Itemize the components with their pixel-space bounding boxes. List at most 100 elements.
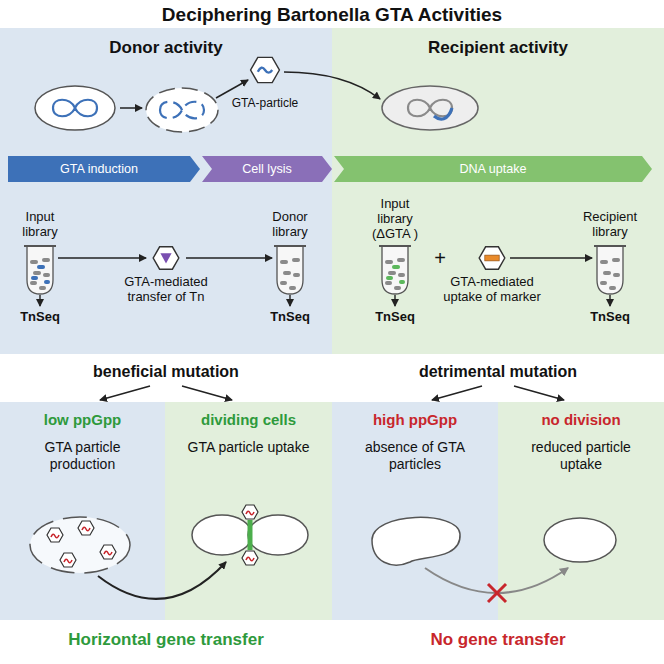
- illustration-part: [160, 102, 204, 119]
- stage-label: DNA uptake: [334, 156, 652, 182]
- illustration-part: [31, 265, 50, 284]
- recipient-cell: [382, 86, 478, 130]
- title-box: Deciphering Bartonella GTA Activities: [0, 4, 664, 26]
- label-box: Horizontal gene transfer: [16, 630, 316, 650]
- illustration-part: [100, 545, 116, 559]
- text-label: TnSeq: [365, 309, 425, 324]
- text-label: GTA-particle: [227, 96, 303, 110]
- node-heading: Donor activity: [0, 28, 332, 58]
- flow-arrow: [284, 72, 380, 99]
- label-box: Donor library: [259, 209, 321, 239]
- tn-particle: [153, 247, 179, 269]
- chevron-fill: [8, 156, 200, 182]
- label-box: GTA-particle: [227, 96, 303, 110]
- illustration-part: [274, 246, 306, 294]
- illustration-part: [600, 258, 620, 290]
- outcome-panel: low ppGppGTA particle production: [0, 402, 165, 620]
- illustration-part: [488, 584, 506, 602]
- flow-arrow: [58, 257, 146, 259]
- cross-mark: [488, 584, 506, 602]
- illustration-part: [379, 246, 411, 294]
- input-library-tube: [379, 246, 411, 294]
- input-library-tube: [24, 246, 56, 294]
- flow-arrow: [186, 257, 272, 259]
- text-label: TnSeq: [10, 309, 70, 324]
- illustration-part: [47, 528, 63, 542]
- text-label: Input library (ΔGTA ): [364, 196, 426, 241]
- illustration-part: [485, 255, 499, 261]
- chevron-fill: [334, 156, 652, 182]
- illustration-part: [251, 57, 280, 82]
- gta-particle: [251, 57, 280, 82]
- illustration-part: [100, 386, 150, 400]
- outcome-panel: no divisionreduced particle uptake: [498, 402, 664, 620]
- illustration-part: [78, 521, 94, 535]
- illustration-part: [609, 295, 610, 306]
- illustration-part: [488, 584, 506, 602]
- illustration-part: [248, 520, 253, 550]
- illustration-part: [60, 553, 76, 567]
- label-box: Recipient library: [575, 209, 645, 239]
- text-label: GTA-mediated transfer of Tn: [104, 274, 228, 304]
- illustration-part: [258, 68, 272, 73]
- donor-cell: [35, 86, 115, 130]
- label-box: TnSeq: [580, 309, 640, 324]
- illustration-part: [594, 246, 626, 294]
- label-box: detrimental mutation: [378, 362, 618, 381]
- recipient-library-tube: [594, 246, 626, 294]
- split-arrows: [100, 386, 564, 400]
- donor-library-tube: [274, 246, 306, 294]
- transfer-arrow: [98, 562, 226, 599]
- text-label: detrimental mutation: [378, 362, 618, 381]
- text-label: +: [430, 247, 450, 269]
- label-box: GTA-mediated uptake of marker: [430, 274, 554, 304]
- flow-arrow: [510, 257, 592, 259]
- node-heading: dividing cells: [165, 402, 332, 429]
- text-label: Recipient library: [575, 209, 645, 239]
- label-box: TnSeq: [10, 309, 70, 324]
- illustration-part: [394, 295, 395, 306]
- outcome-panel: dividing cellsGTA particle uptake: [165, 402, 332, 620]
- lysing-cell: [146, 88, 218, 132]
- illustration-part: [53, 100, 97, 117]
- label-box: TnSeq: [365, 309, 425, 324]
- illustration-part: [372, 517, 460, 565]
- node-text: GTA particle production: [13, 439, 153, 473]
- dividing-cell: [192, 505, 308, 565]
- text-label: Donor library: [259, 209, 321, 239]
- illustration-part: [39, 295, 40, 306]
- lysed-cell: [30, 517, 130, 573]
- flow-arrow: [120, 107, 142, 109]
- illustration-part: [479, 247, 505, 269]
- stage-chevron: DNA uptake: [334, 156, 652, 182]
- stage-label: Cell lysis: [202, 156, 332, 182]
- stage-chevron: Cell lysis: [202, 156, 332, 182]
- node-heading: Recipient activity: [332, 28, 664, 58]
- outcome-panel: high ppGppabsence of GTA particles: [332, 402, 498, 620]
- illustration-part: [289, 295, 290, 306]
- non-producing-cell: [372, 517, 460, 565]
- illustration-part: [182, 386, 232, 400]
- activity-panel: Donor activityGTA inductionCell lysis: [0, 28, 332, 354]
- illustration-part: [432, 386, 482, 400]
- illustration-part: [386, 265, 405, 284]
- illustration-part: [242, 551, 258, 565]
- illustration-part: [385, 258, 405, 290]
- illustration-part: [153, 247, 179, 269]
- text-label: Horizontal gene transfer: [16, 630, 316, 650]
- node-text: reduced particle uptake: [511, 439, 651, 473]
- node-heading: high ppGpp: [332, 402, 498, 429]
- illustration-part: [30, 258, 50, 290]
- text-label: GTA-mediated uptake of marker: [430, 274, 554, 304]
- text-label: beneficial mutation: [46, 362, 286, 381]
- illustration-part: [514, 386, 564, 400]
- activity-panel: Recipient activityDNA uptake: [332, 28, 664, 354]
- text-label: TnSeq: [260, 309, 320, 324]
- text-label: Input library: [9, 209, 71, 239]
- flow-arrow: [216, 80, 248, 98]
- illustration-part: [192, 515, 252, 555]
- illustration-part: [242, 505, 258, 519]
- node-text: GTA particle uptake: [179, 439, 319, 456]
